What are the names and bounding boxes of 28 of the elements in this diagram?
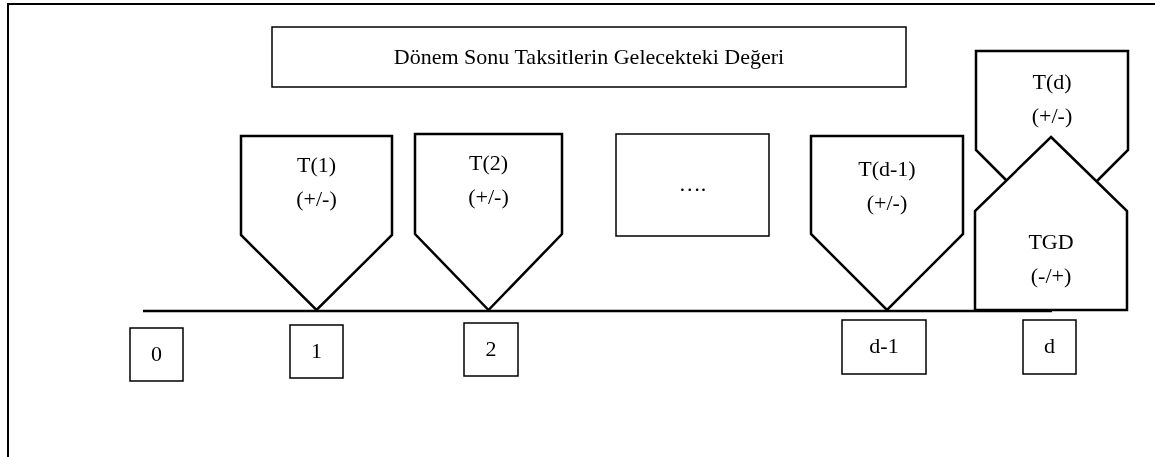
pentagon-box <box>241 136 392 310</box>
node-label: T(d) <box>1032 68 1072 96</box>
pentagon-box <box>811 136 963 310</box>
period-box <box>842 320 926 374</box>
period-box <box>464 323 518 376</box>
sign-label: (+/-) <box>468 183 509 211</box>
period-box <box>1023 320 1076 374</box>
pentagon-box <box>415 134 562 310</box>
sign-label: (-/+) <box>1030 262 1072 290</box>
period-box <box>290 325 343 378</box>
node-label: T(d-1) <box>858 155 916 183</box>
node-label: 0 <box>151 340 162 368</box>
title-text: Dönem Sonu Taksitlerin Gelecekteki Değeri <box>393 43 785 71</box>
node-label: d-1 <box>869 332 899 360</box>
node-label: T(1) <box>296 151 337 179</box>
period-box <box>130 328 183 381</box>
sign-label: (+/-) <box>866 189 908 217</box>
node-label: 2 <box>485 335 497 363</box>
node-label: …. <box>678 170 707 198</box>
ellipsis-box <box>616 134 769 236</box>
node-label: TGD <box>1028 228 1074 256</box>
title-box <box>272 27 906 87</box>
node-label: 1 <box>311 337 322 365</box>
sign-label: (+/-) <box>296 185 337 213</box>
house-pentagon-box <box>975 137 1127 310</box>
sign-label: (+/-) <box>1031 102 1073 130</box>
node-label: T(2) <box>468 149 509 177</box>
node-label: d <box>1044 332 1055 360</box>
